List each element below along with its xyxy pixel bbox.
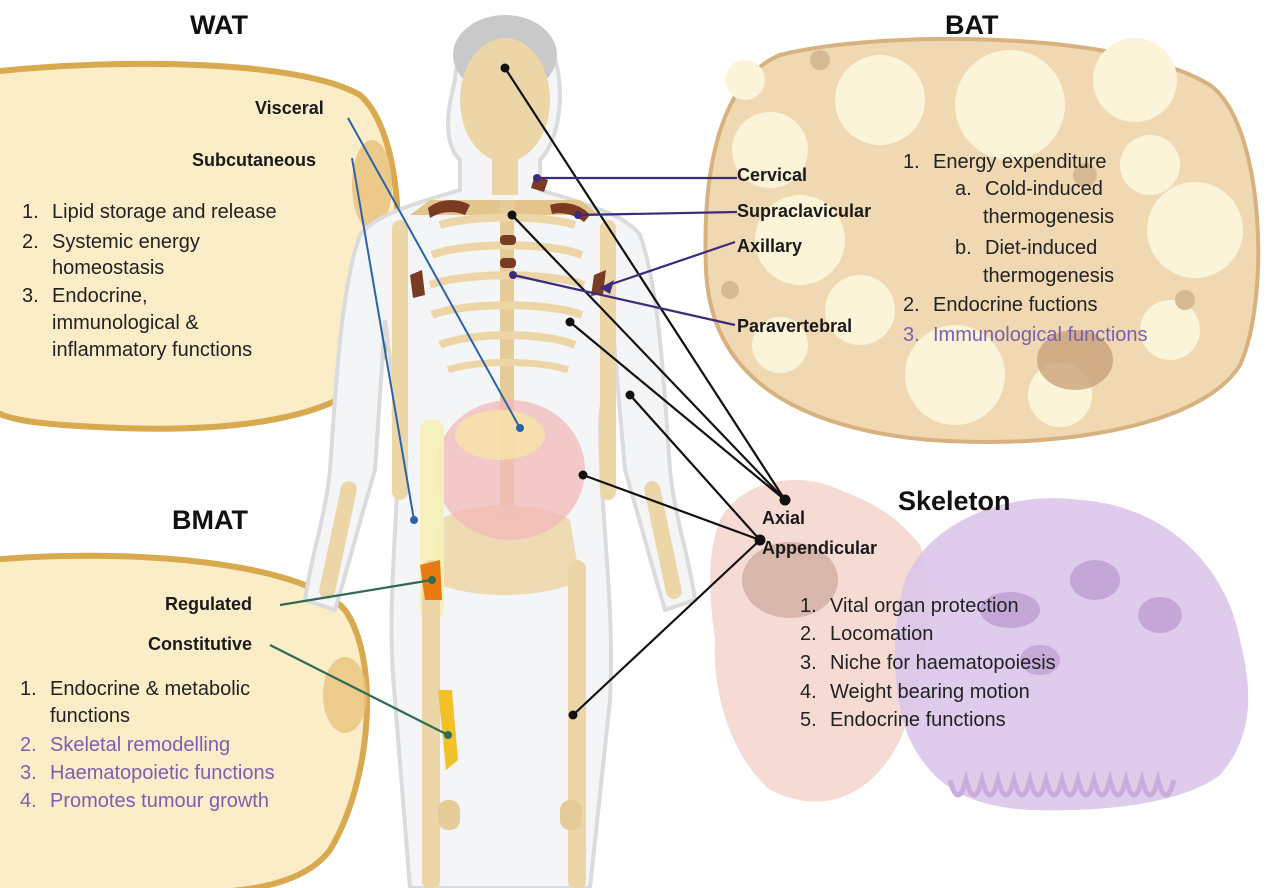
bone-cell-icon (710, 480, 1248, 810)
appendicular-label: Appendicular (762, 538, 877, 559)
regulated-label: Regulated (165, 594, 252, 615)
wat-function-2-cont: homeostasis (52, 256, 164, 280)
cervical-label: Cervical (737, 165, 807, 186)
bmat-heading: BMAT (172, 505, 248, 536)
bat-function-1: 1.Energy expenditure (903, 150, 1106, 174)
skeleton-function-5: 5.Endocrine functions (800, 708, 1006, 732)
wat-function-3-cont2: inflammatory functions (52, 338, 252, 362)
bmat-function-1: 1.Endocrine & metabolic (20, 677, 250, 701)
wat-function-3: 3.Endocrine, (22, 284, 148, 308)
bat-function-2: 2.Endocrine fuctions (903, 293, 1098, 317)
bat-function-1b-cont: thermogenesis (983, 264, 1114, 288)
bmat-function-1-cont: functions (50, 704, 130, 728)
wat-function-2: 2.Systemic energy (22, 230, 200, 254)
constitutive-label: Constitutive (148, 634, 252, 655)
skeleton-function-2: 2.Locomation (800, 622, 933, 646)
skeleton-heading: Skeleton (898, 486, 1011, 517)
axillary-label: Axillary (737, 236, 802, 257)
bmat-function-3: 3.Haematopoietic functions (20, 761, 275, 785)
skeleton-function-3: 3.Niche for haematopoiesis (800, 651, 1056, 675)
axial-label: Axial (762, 508, 805, 529)
bat-function-1b: b.Diet-induced (955, 236, 1097, 260)
bat-function-1a: a.Cold-induced (955, 177, 1103, 201)
bmat-function-4: 4.Promotes tumour growth (20, 789, 269, 813)
subcutaneous-label: Subcutaneous (192, 150, 316, 171)
visceral-label: Visceral (255, 98, 324, 119)
skeleton-function-4: 4.Weight bearing motion (800, 680, 1030, 704)
wat-function-3-cont: immunological & (52, 311, 199, 335)
wat-heading: WAT (190, 10, 248, 41)
bat-function-3: 3.Immunological functions (903, 323, 1148, 347)
supraclavicular-label: Supraclavicular (737, 201, 871, 222)
bmat-function-2: 2.Skeletal remodelling (20, 733, 230, 757)
bat-function-1a-cont: thermogenesis (983, 205, 1114, 229)
wat-function-1: 1.Lipid storage and release (22, 200, 277, 224)
skeleton-function-1: 1.Vital organ protection (800, 594, 1019, 618)
bat-heading: BAT (945, 10, 999, 41)
paravertebral-label: Paravertebral (737, 316, 852, 337)
